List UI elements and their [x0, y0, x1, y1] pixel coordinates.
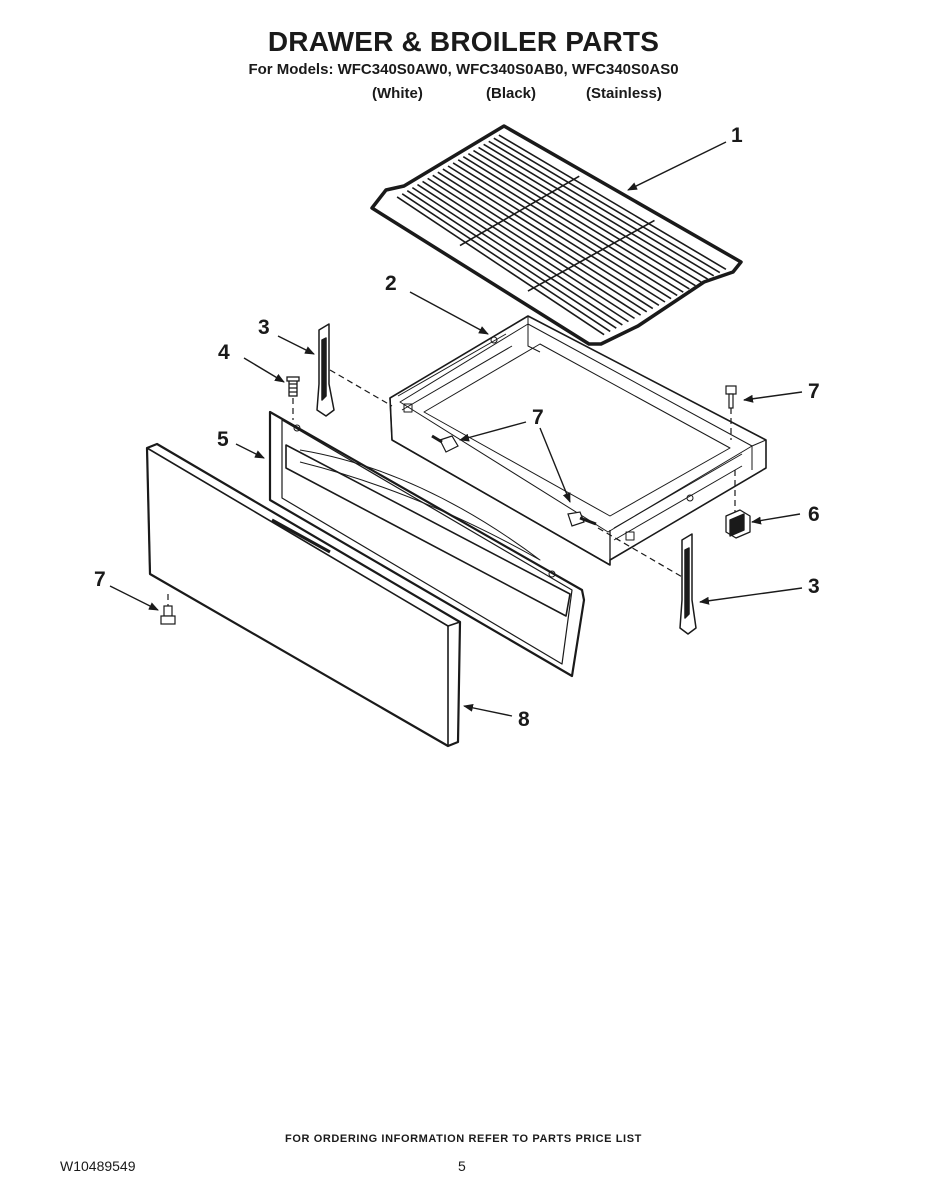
rack-wire	[422, 180, 635, 320]
drawer-slide-right[interactable]	[679, 533, 697, 635]
rack-wire	[417, 183, 629, 323]
page-title: DRAWER & BROILER PARTS	[267, 26, 660, 57]
rack-wire	[447, 165, 666, 303]
stud[interactable]	[286, 376, 300, 397]
rack-wire	[406, 190, 617, 329]
callout-7-right: 7	[808, 380, 820, 403]
clip[interactable]	[725, 509, 751, 539]
callout-7-left: 7	[94, 568, 106, 591]
rack-wire	[452, 162, 672, 300]
drawer-front-panel[interactable]	[145, 442, 462, 748]
callout-5: 5	[217, 428, 229, 451]
callout-8: 8	[518, 708, 530, 731]
screw-lower-left[interactable]	[160, 605, 176, 625]
callout-4: 4	[218, 341, 230, 364]
alignment-lines	[167, 369, 736, 606]
callout-7-center: 7	[532, 406, 544, 429]
rack-wire	[473, 149, 696, 287]
rack-wire	[498, 134, 727, 270]
rack-wire	[467, 152, 690, 290]
rack-wire	[432, 174, 648, 313]
rack-wire	[527, 219, 655, 292]
callout-6: 6	[808, 503, 820, 526]
drawer-inner-panel[interactable]	[268, 410, 586, 678]
ordering-note: FOR ORDERING INFORMATION REFER TO PARTS …	[285, 1133, 642, 1145]
screw-upper-right[interactable]	[725, 385, 737, 409]
variant-white: (White)	[372, 85, 423, 102]
variant-stainless: (Stainless)	[586, 85, 662, 102]
screw-center-b[interactable]	[567, 511, 597, 527]
callout-3-left: 3	[258, 316, 270, 339]
drawer-body[interactable]	[389, 315, 767, 566]
document-number: W10489549	[60, 1158, 136, 1174]
rack-wire	[442, 168, 660, 306]
leader-arrows	[109, 141, 803, 717]
rack-wire	[427, 177, 642, 316]
rack-wire	[457, 159, 678, 297]
broiler-rack[interactable]	[370, 124, 743, 346]
rack-wire	[478, 146, 702, 284]
rack-wire	[401, 193, 611, 333]
callout-1: 1	[731, 124, 743, 147]
callout-3-right: 3	[808, 575, 820, 598]
rack-wire	[483, 143, 709, 280]
rack-wire	[411, 186, 623, 326]
rack-wire	[437, 171, 654, 310]
variant-black: (Black)	[486, 85, 537, 102]
rack-wire	[488, 140, 715, 277]
rack-wire	[459, 175, 580, 247]
drawer-slide-left[interactable]	[316, 323, 335, 417]
models-line: For Models: WFC340S0AW0, WFC340S0AB0, WF…	[248, 61, 679, 78]
rack-wire	[493, 137, 721, 274]
rack-wire	[396, 196, 605, 336]
callout-2: 2	[385, 272, 397, 295]
page-number: 5	[458, 1158, 466, 1174]
screw-center-a[interactable]	[431, 434, 459, 453]
rack-wire	[462, 156, 684, 293]
